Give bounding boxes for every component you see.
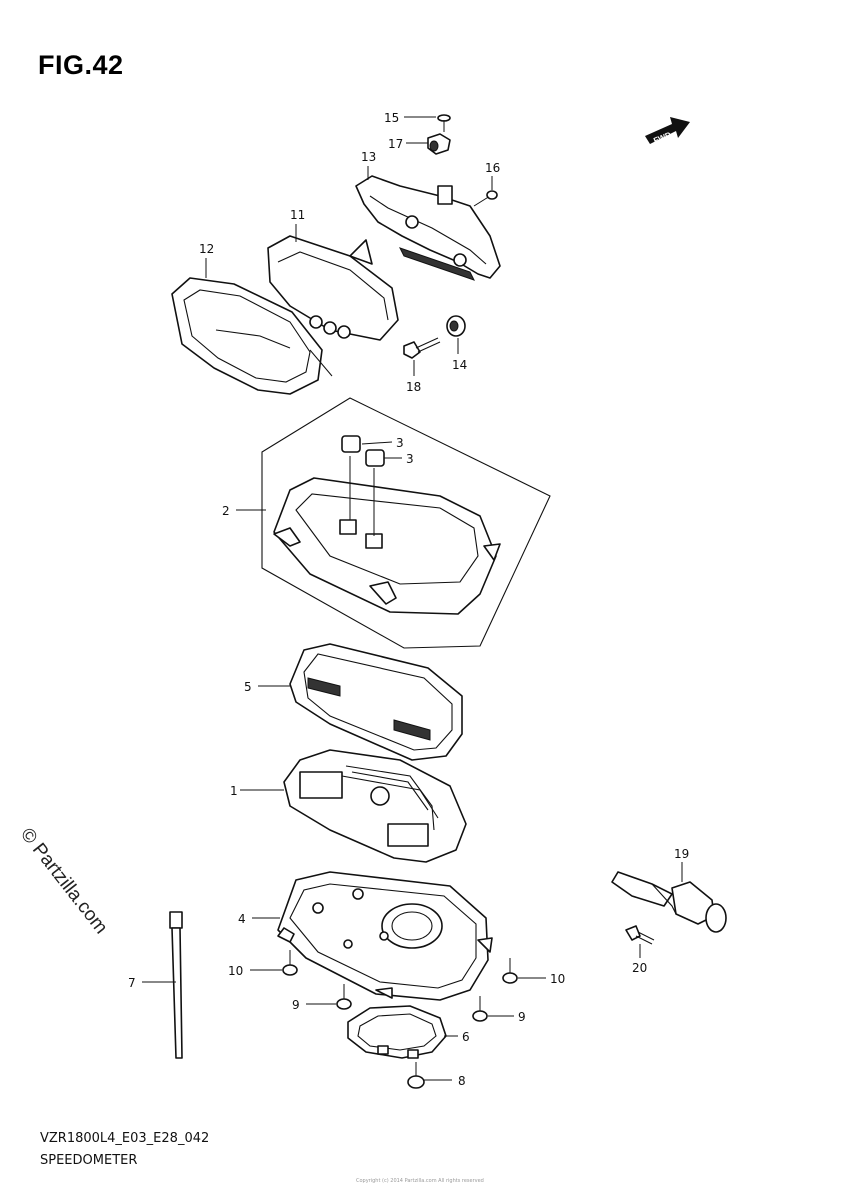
leader-lines: [142, 116, 683, 1081]
callout-20: 20: [632, 961, 647, 975]
part-10-screw-left[interactable]: [282, 950, 298, 976]
callout-10a: 10: [228, 964, 243, 978]
callout-5: 5: [244, 680, 252, 694]
part-2-upper-case[interactable]: [273, 456, 501, 615]
figure-title: FIG.42: [38, 50, 124, 80]
part-16-screw[interactable]: [473, 190, 498, 207]
callout-3a: 3: [396, 436, 404, 450]
part-7-cable-tie[interactable]: [169, 911, 183, 1059]
part-1-meter-assembly[interactable]: [283, 749, 467, 863]
part-6-gasket[interactable]: [347, 1005, 447, 1059]
part-19-speed-sensor[interactable]: [611, 871, 727, 933]
callout-7: 7: [128, 976, 136, 990]
part-9-screw-right[interactable]: [472, 996, 488, 1022]
callout-12: 12: [199, 242, 214, 256]
callout-16: 16: [485, 161, 500, 175]
callout-3b: 3: [406, 452, 414, 466]
callout-18: 18: [406, 380, 421, 394]
part-20-bolt[interactable]: [625, 925, 655, 945]
callout-17: 17: [388, 137, 403, 151]
part-3-rubber-cushion-b[interactable]: [365, 449, 385, 467]
part-9-screw-left[interactable]: [336, 984, 352, 1010]
callout-8: 8: [458, 1074, 466, 1088]
fwd-arrow-icon: FWD: [645, 117, 690, 145]
callout-11: 11: [290, 208, 305, 222]
part-10-screw-right[interactable]: [502, 958, 518, 984]
part-11-meter-case[interactable]: [267, 235, 399, 341]
callout-9a: 9: [292, 998, 300, 1012]
part-15-screw[interactable]: [437, 114, 451, 132]
callout-4: 4: [238, 912, 246, 926]
part-12-meter-visor[interactable]: [171, 277, 333, 395]
section-name: SPEEDOMETER: [40, 1153, 138, 1168]
callout-13: 13: [361, 150, 376, 164]
callout-10b: 10: [550, 972, 565, 986]
callout-14: 14: [452, 358, 467, 372]
callout-9b: 9: [518, 1010, 526, 1024]
copyright-note: Copyright (c) 2014 Partzilla.com All rig…: [356, 1178, 484, 1184]
assembly-box-part-2: [261, 397, 551, 649]
part-8-screw[interactable]: [407, 1062, 425, 1089]
part-5-meter-panel[interactable]: [289, 643, 463, 761]
part-14-grommet[interactable]: [446, 315, 466, 337]
callout-numbers: 1 2 3 3 4 5 6 7 8 9 9 10 10 11 12 13 14 …: [128, 111, 689, 1088]
callout-2: 2: [222, 504, 230, 518]
part-13-meter-bracket[interactable]: [355, 175, 501, 281]
callout-15: 15: [384, 111, 399, 125]
part-17-grommet[interactable]: [427, 133, 451, 155]
part-4-lower-case[interactable]: [277, 871, 493, 1001]
part-3-rubber-cushion-a[interactable]: [341, 435, 361, 453]
part-18-bolt[interactable]: [403, 337, 441, 359]
callout-19: 19: [674, 847, 689, 861]
callout-6: 6: [462, 1030, 470, 1044]
callout-1: 1: [230, 784, 238, 798]
diagram-code: VZR1800L4_E03_E28_042: [40, 1131, 210, 1146]
